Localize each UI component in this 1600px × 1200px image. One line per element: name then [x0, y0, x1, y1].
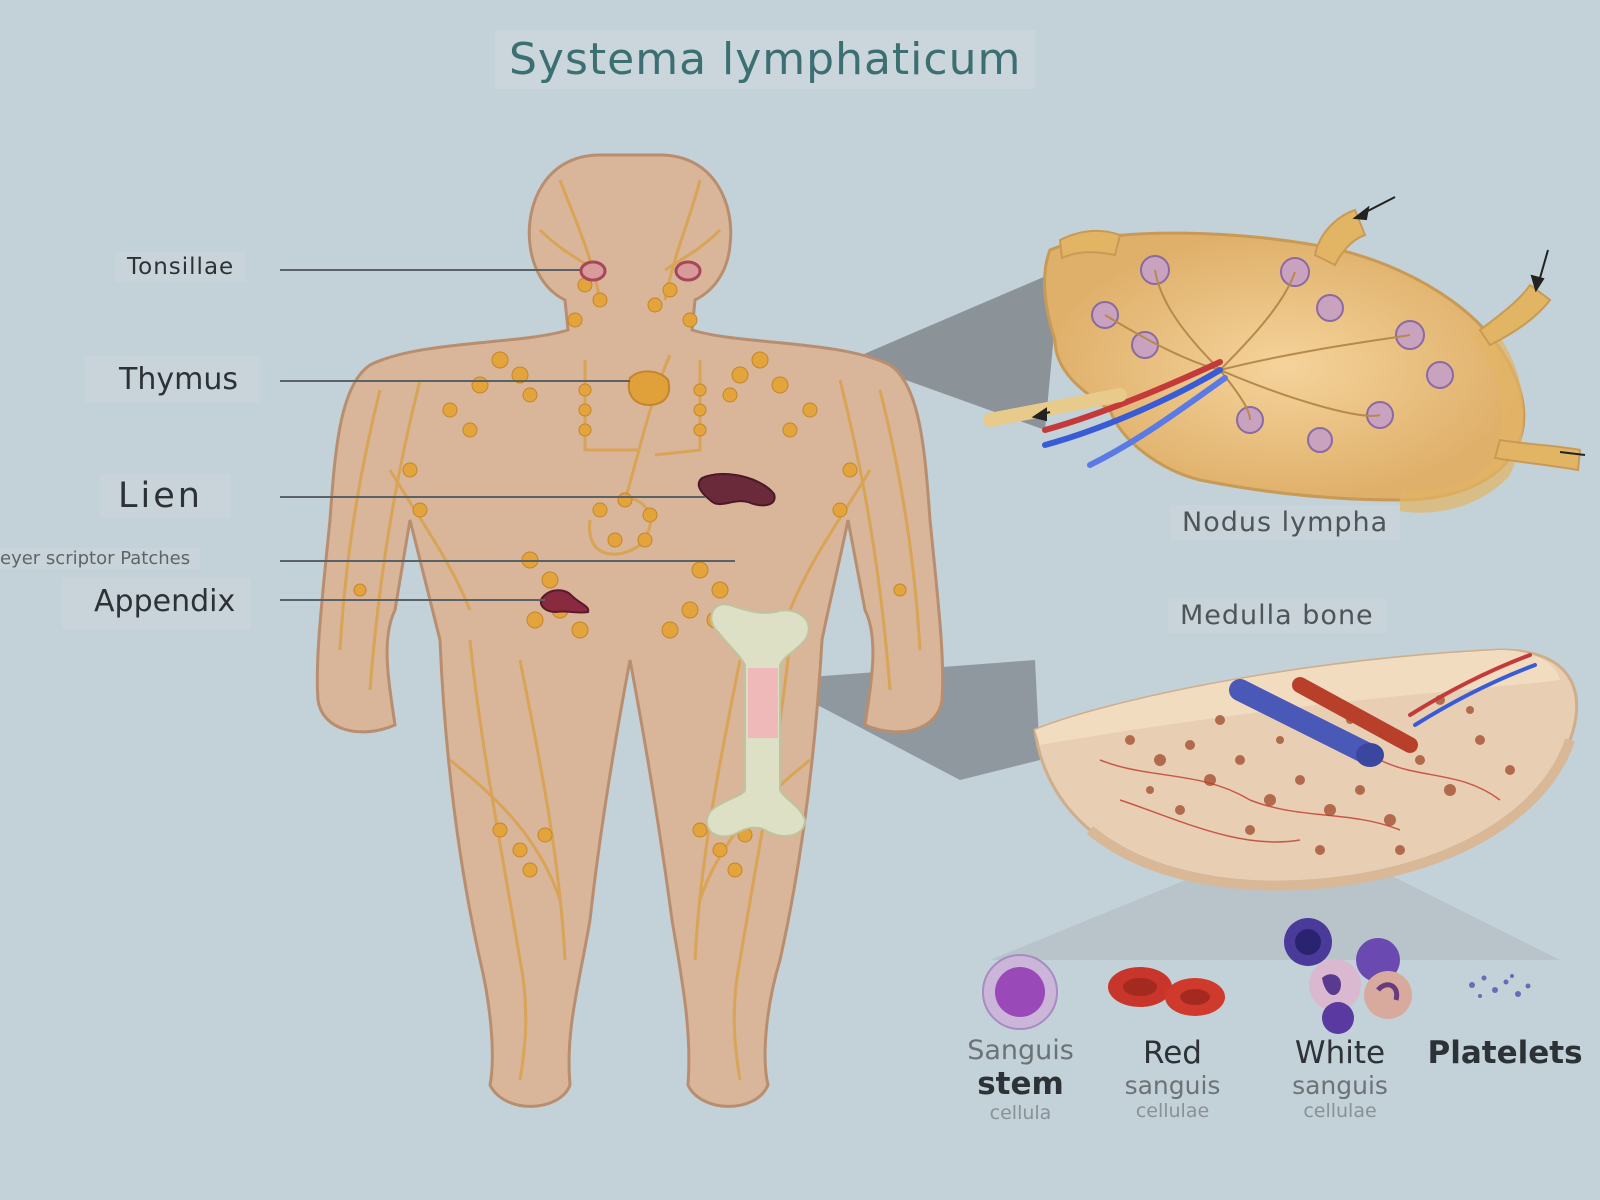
caption-red-line1: Red — [1143, 1035, 1202, 1071]
cells-callout-wedge — [990, 870, 1560, 960]
tonsils — [579, 260, 702, 282]
lymph-vessels — [338, 179, 922, 1081]
caption-stem-line1: Sanguis — [967, 1035, 1074, 1066]
spleen-organ — [697, 473, 776, 507]
bone-marrow-illustration — [1033, 648, 1579, 891]
caption-stem-cell: Sanguis stem cellula — [953, 1035, 1088, 1124]
red-cells-illustration — [1108, 967, 1225, 1016]
nodus-callout-wedge — [850, 270, 1060, 430]
caption-white-line2: sanguis — [1292, 1071, 1388, 1100]
caption-stem-line3: cellula — [989, 1102, 1052, 1124]
white-cells-illustration — [1284, 918, 1412, 1034]
caption-platelets: Platelets — [1415, 1035, 1595, 1071]
thymus-organ — [627, 370, 670, 407]
caption-red-line3: cellulae — [1135, 1100, 1210, 1122]
caption-red-cells: Red sanguis cellulae — [1105, 1035, 1240, 1122]
caption-platelets-line1: Platelets — [1427, 1035, 1583, 1071]
label-lien: Lien — [100, 474, 231, 518]
caption-red-line2: sanguis — [1124, 1071, 1221, 1100]
stem-cell-illustration — [982, 954, 1058, 1030]
diagram-title: Systema lymphaticum — [495, 30, 1036, 89]
label-tonsillae: Tonsillae — [115, 252, 247, 282]
leader-lines — [280, 269, 735, 601]
label-nodus-lympha: Nodus lympha — [1170, 505, 1401, 540]
human-body — [315, 153, 945, 1108]
label-appendix: Appendix — [62, 578, 252, 629]
label-medulla-bone: Medulla bone — [1168, 598, 1386, 633]
platelets-illustration — [1469, 974, 1531, 998]
caption-white-line1: White — [1294, 1035, 1386, 1071]
caption-stem-line2: stem — [977, 1066, 1064, 1102]
lymph-node-illustration — [983, 196, 1586, 513]
femur-bone — [705, 603, 810, 838]
caption-white-cells: White sanguis cellulae — [1265, 1035, 1415, 1122]
appendix-organ — [540, 589, 590, 614]
label-patches: eyer scriptor Patches — [0, 548, 201, 569]
caption-white-line3: cellulae — [1303, 1100, 1377, 1122]
label-thymus: Thymus — [85, 356, 260, 403]
